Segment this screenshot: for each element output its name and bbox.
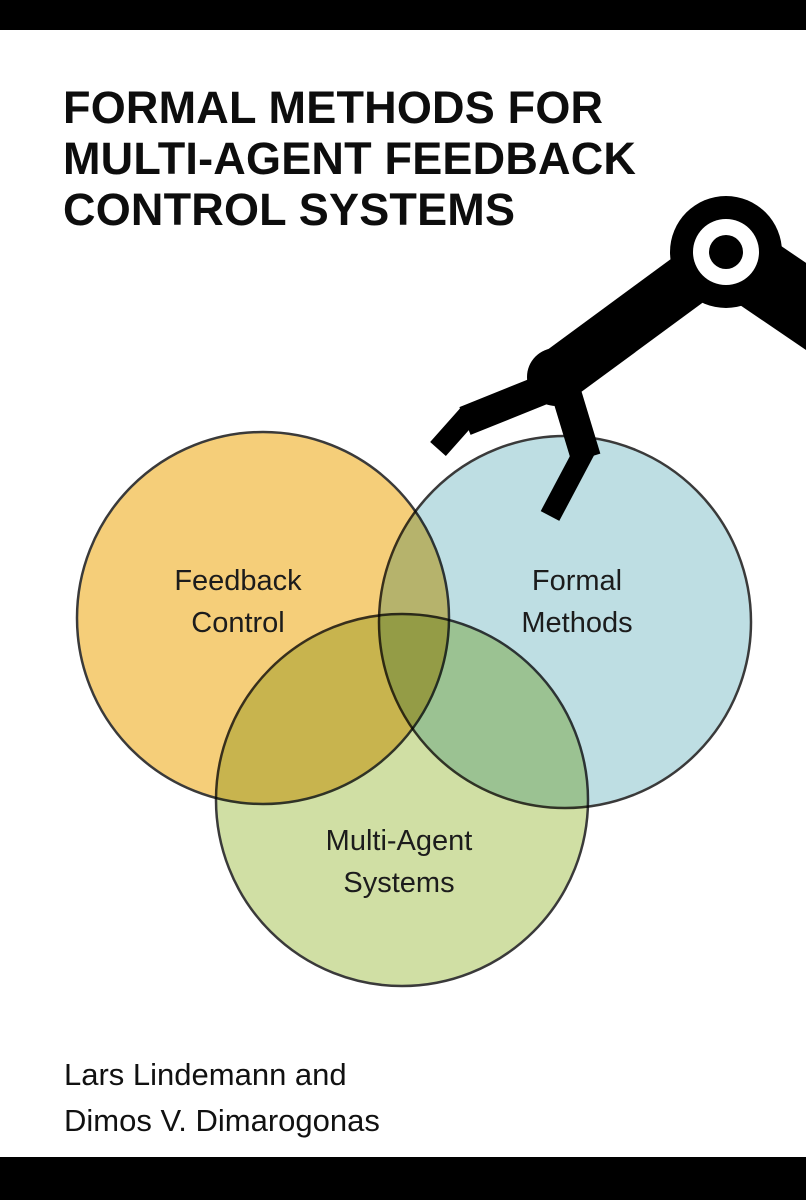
venn-label-formal-line-1: Formal [531,565,623,597]
author-line-1: Lars Lindemann and [64,1057,347,1092]
robot-shoulder-joint-hub [709,235,743,269]
robot-right-claw-base [551,387,601,463]
venn-label-feedback-line-1: Feedback [174,565,302,597]
title-line-2: MULTI-AGENT FEEDBACK [63,133,637,184]
author-names: Lars Lindemann and Dimos V. Dimarogonas [64,1052,380,1144]
venn-label-multi-agent-systems: Multi-Agent Systems [279,820,519,904]
venn-label-formal-line-2: Methods [521,607,633,639]
title-line-3: CONTROL SYSTEMS [63,184,516,235]
venn-diagram [75,430,753,988]
title-line-1: FORMAL METHODS FOR [63,82,604,133]
robot-right-claw-tip [540,445,595,521]
venn-label-feedback-control: Feedback Control [128,560,348,644]
venn-circle-multi-agent-systems [214,612,590,988]
author-line-2: Dimos V. Dimarogonas [64,1103,380,1138]
robot-left-claw-base [459,372,558,435]
venn-label-multiagent-line-1: Multi-Agent [325,825,473,857]
book-title: FORMAL METHODS FOR MULTI-AGENT FEEDBACK … [63,82,636,235]
robot-left-claw-tip [430,406,478,456]
venn-label-feedback-line-2: Control [191,607,285,639]
venn-label-multiagent-line-2: Systems [343,867,455,899]
top-black-bar [0,0,806,30]
bottom-black-bar [0,1157,806,1200]
robot-arm-icon [430,196,806,521]
venn-label-formal-methods: Formal Methods [467,560,687,644]
